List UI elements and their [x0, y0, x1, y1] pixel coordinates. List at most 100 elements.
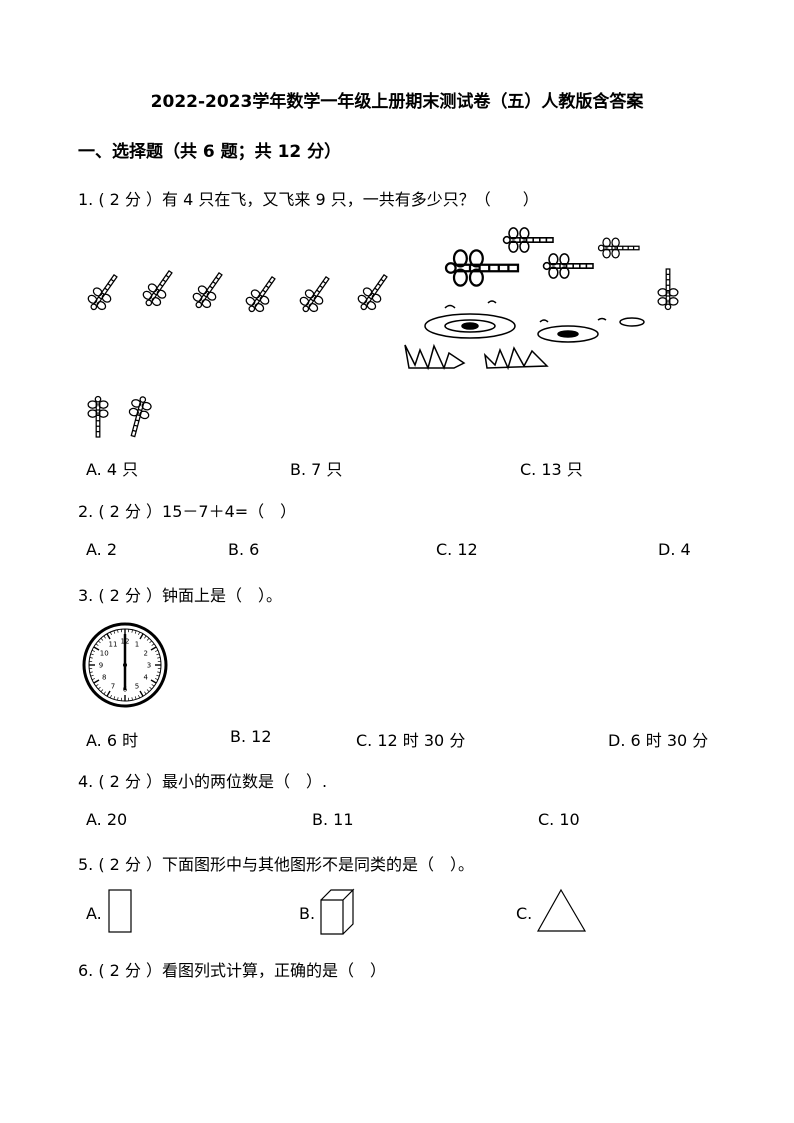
pond-scene: [404, 300, 645, 371]
clock-tick: [157, 657, 161, 659]
clock-tick: [100, 638, 104, 641]
clock-tick: [106, 690, 111, 697]
q4-option-c[interactable]: C. 10: [538, 810, 580, 829]
q2-option-d[interactable]: D. 4: [658, 540, 691, 559]
clock-tick: [110, 695, 112, 699]
clock-tick: [138, 695, 140, 699]
q4-option-a[interactable]: A. 20: [86, 810, 128, 829]
clock-number: 8: [102, 674, 106, 682]
cuboid-shape: [320, 888, 355, 935]
clock-tick: [149, 640, 152, 644]
clock-icon: 121234567891011: [82, 622, 168, 708]
dragonfly-icon: [542, 253, 594, 279]
clock-tick: [117, 629, 119, 633]
clock-tick: [95, 643, 99, 646]
q1-illustration: [87, 227, 679, 438]
clock-tick: [146, 689, 150, 692]
clock-tick: [156, 653, 160, 656]
clock-number: 7: [111, 682, 115, 690]
dragonfly-icon: [657, 268, 679, 311]
clock-tick: [139, 633, 144, 640]
clock-tick: [138, 631, 140, 635]
q2-option-a[interactable]: A. 2: [86, 540, 118, 559]
dragonflies-arriving: [87, 395, 152, 438]
dragonflies-flying-row: [87, 268, 679, 313]
clock-tick: [139, 690, 144, 697]
clock-tick: [131, 697, 133, 701]
q5-option-a[interactable]: A.: [86, 904, 102, 923]
clock-tick: [93, 679, 100, 684]
clock-number: 2: [144, 650, 148, 658]
clock-tick: [89, 657, 93, 659]
clock-tick: [151, 684, 155, 687]
clock-tick: [151, 643, 155, 646]
q4-option-b[interactable]: B. 11: [312, 810, 354, 829]
clock-tick: [91, 678, 95, 680]
clock-tick: [144, 691, 147, 695]
clock-tick: [134, 630, 137, 634]
question-4-stem: 4. ( 2 分 ）最小的两位数是（ ）.: [78, 772, 328, 791]
clock-number: 1: [135, 641, 139, 649]
question-2-stem: 2. ( 2 分 ）15－7＋4=（ ）: [78, 502, 297, 521]
q5-option-c[interactable]: C.: [516, 904, 533, 923]
question-6-stem: 6. ( 2 分 ）看图列式计算，正确的是（ ）: [78, 961, 387, 980]
q3-option-a[interactable]: A. 6 时: [86, 731, 139, 750]
clock-tick: [146, 638, 150, 641]
clock-tick: [91, 650, 95, 652]
clock-tick: [103, 635, 106, 639]
clock-number: 11: [109, 641, 118, 649]
q2-option-c[interactable]: C. 12: [436, 540, 478, 559]
clock-tick: [150, 679, 157, 684]
clock-number: 4: [144, 674, 149, 682]
clock-tick: [144, 635, 147, 639]
clock-tick: [113, 696, 116, 700]
clock-tick: [93, 646, 100, 651]
q1-option-a[interactable]: A. 4 只: [86, 460, 139, 479]
clock-tick: [155, 650, 159, 652]
clock-tick: [98, 640, 101, 644]
clock-tick: [106, 633, 111, 640]
question-3-stem: 3. ( 2 分 ）钟面上是（ ）。: [78, 586, 283, 605]
question-1-stem: 1. ( 2 分 ）有 4 只在飞，又飞来 9 只，一共有多少只？（ ）: [78, 190, 539, 209]
clock-tick: [90, 653, 94, 656]
clock-tick: [113, 630, 116, 634]
question-5-stem: 5. ( 2 分 ）下面图形中与其他图形不是同类的是（ ）。: [78, 855, 475, 874]
dragonfly-icon: [192, 271, 223, 309]
dragonfly-icon: [128, 396, 152, 438]
dragonfly-icon: [444, 249, 520, 287]
dragonfly-icon: [142, 269, 173, 307]
q5-option-b[interactable]: B.: [299, 904, 316, 923]
triangle-shape: [536, 888, 587, 932]
dragonfly-icon: [502, 227, 554, 253]
dragonfly-icon: [357, 273, 388, 311]
clock-tick: [150, 646, 157, 651]
dragonfly-icon: [597, 237, 640, 259]
q1-option-b[interactable]: B. 7 只: [290, 460, 343, 479]
clock-tick: [131, 629, 133, 633]
q3-option-b[interactable]: B. 12: [230, 727, 272, 746]
q1-option-c[interactable]: C. 13 只: [520, 460, 583, 479]
q3-option-c[interactable]: C. 12 时 30 分: [356, 731, 466, 750]
dragonfly-icon: [87, 273, 118, 311]
q3-option-d[interactable]: D. 6 时 30 分: [608, 731, 709, 750]
clock-tick: [95, 684, 99, 687]
clock-tick: [117, 697, 119, 701]
clock-tick: [156, 674, 160, 677]
clock-tick: [103, 691, 106, 695]
q2-option-b[interactable]: B. 6: [228, 540, 260, 559]
clock-number: 3: [147, 662, 151, 670]
page-title: 2022-2023学年数学一年级上册期末测试卷（五）人教版含答案: [150, 92, 644, 112]
rectangle-shape: [108, 889, 132, 933]
clock-tick: [89, 671, 93, 673]
clock-tick: [100, 689, 104, 692]
clock-number: 10: [100, 650, 109, 658]
clock-tick: [110, 631, 112, 635]
dragonfly-icon: [87, 395, 109, 438]
clock-tick: [90, 674, 94, 677]
dragonfly-icon: [245, 275, 276, 313]
clock-number: 5: [135, 682, 139, 690]
clock-number: 9: [99, 662, 103, 670]
clock-tick: [134, 696, 137, 700]
clock-tick: [157, 671, 161, 673]
section-heading: 一、选择题（共 6 题；共 12 分）: [78, 142, 342, 162]
